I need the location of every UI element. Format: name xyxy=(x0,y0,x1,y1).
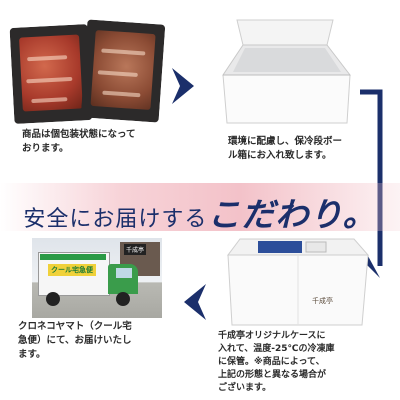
meat-pack-left xyxy=(9,24,93,124)
store-sign: 千成亭 xyxy=(124,244,147,255)
caption-step2: 環境に配慮し、保冷段ボー ル箱にお入れ致します。 xyxy=(228,136,343,161)
box-logo: 千成亭 xyxy=(312,297,333,305)
open-box-photo xyxy=(222,19,352,124)
caption-step1: 商品は個包装状態になって おります。 xyxy=(22,129,136,154)
delivery-truck-photo: 千成亭 クール宅急便 xyxy=(32,238,162,318)
headline: 安全にお届けするこだわり。 xyxy=(0,188,400,236)
truck-sign: クール宅急便 xyxy=(48,264,96,276)
vacuum-pack-photo xyxy=(9,18,166,128)
headline-part2: こだわり。 xyxy=(207,195,377,234)
chevron-right-icon xyxy=(172,68,194,104)
headline-part1: 安全にお届けする xyxy=(23,207,208,232)
chevron-left-icon xyxy=(184,284,206,320)
meat-pack-right xyxy=(80,19,166,123)
closed-box-photo xyxy=(227,238,370,326)
headline-band xyxy=(0,183,400,231)
caption-step3: クロネコヤマト（クール宅 急便）にて、お届けいたし ます。 xyxy=(18,321,132,360)
caption-step4: 千成亭オリジナルケースに 入れて、温度-25℃の冷凍庫 に保管。※商品によって、… xyxy=(218,331,335,393)
